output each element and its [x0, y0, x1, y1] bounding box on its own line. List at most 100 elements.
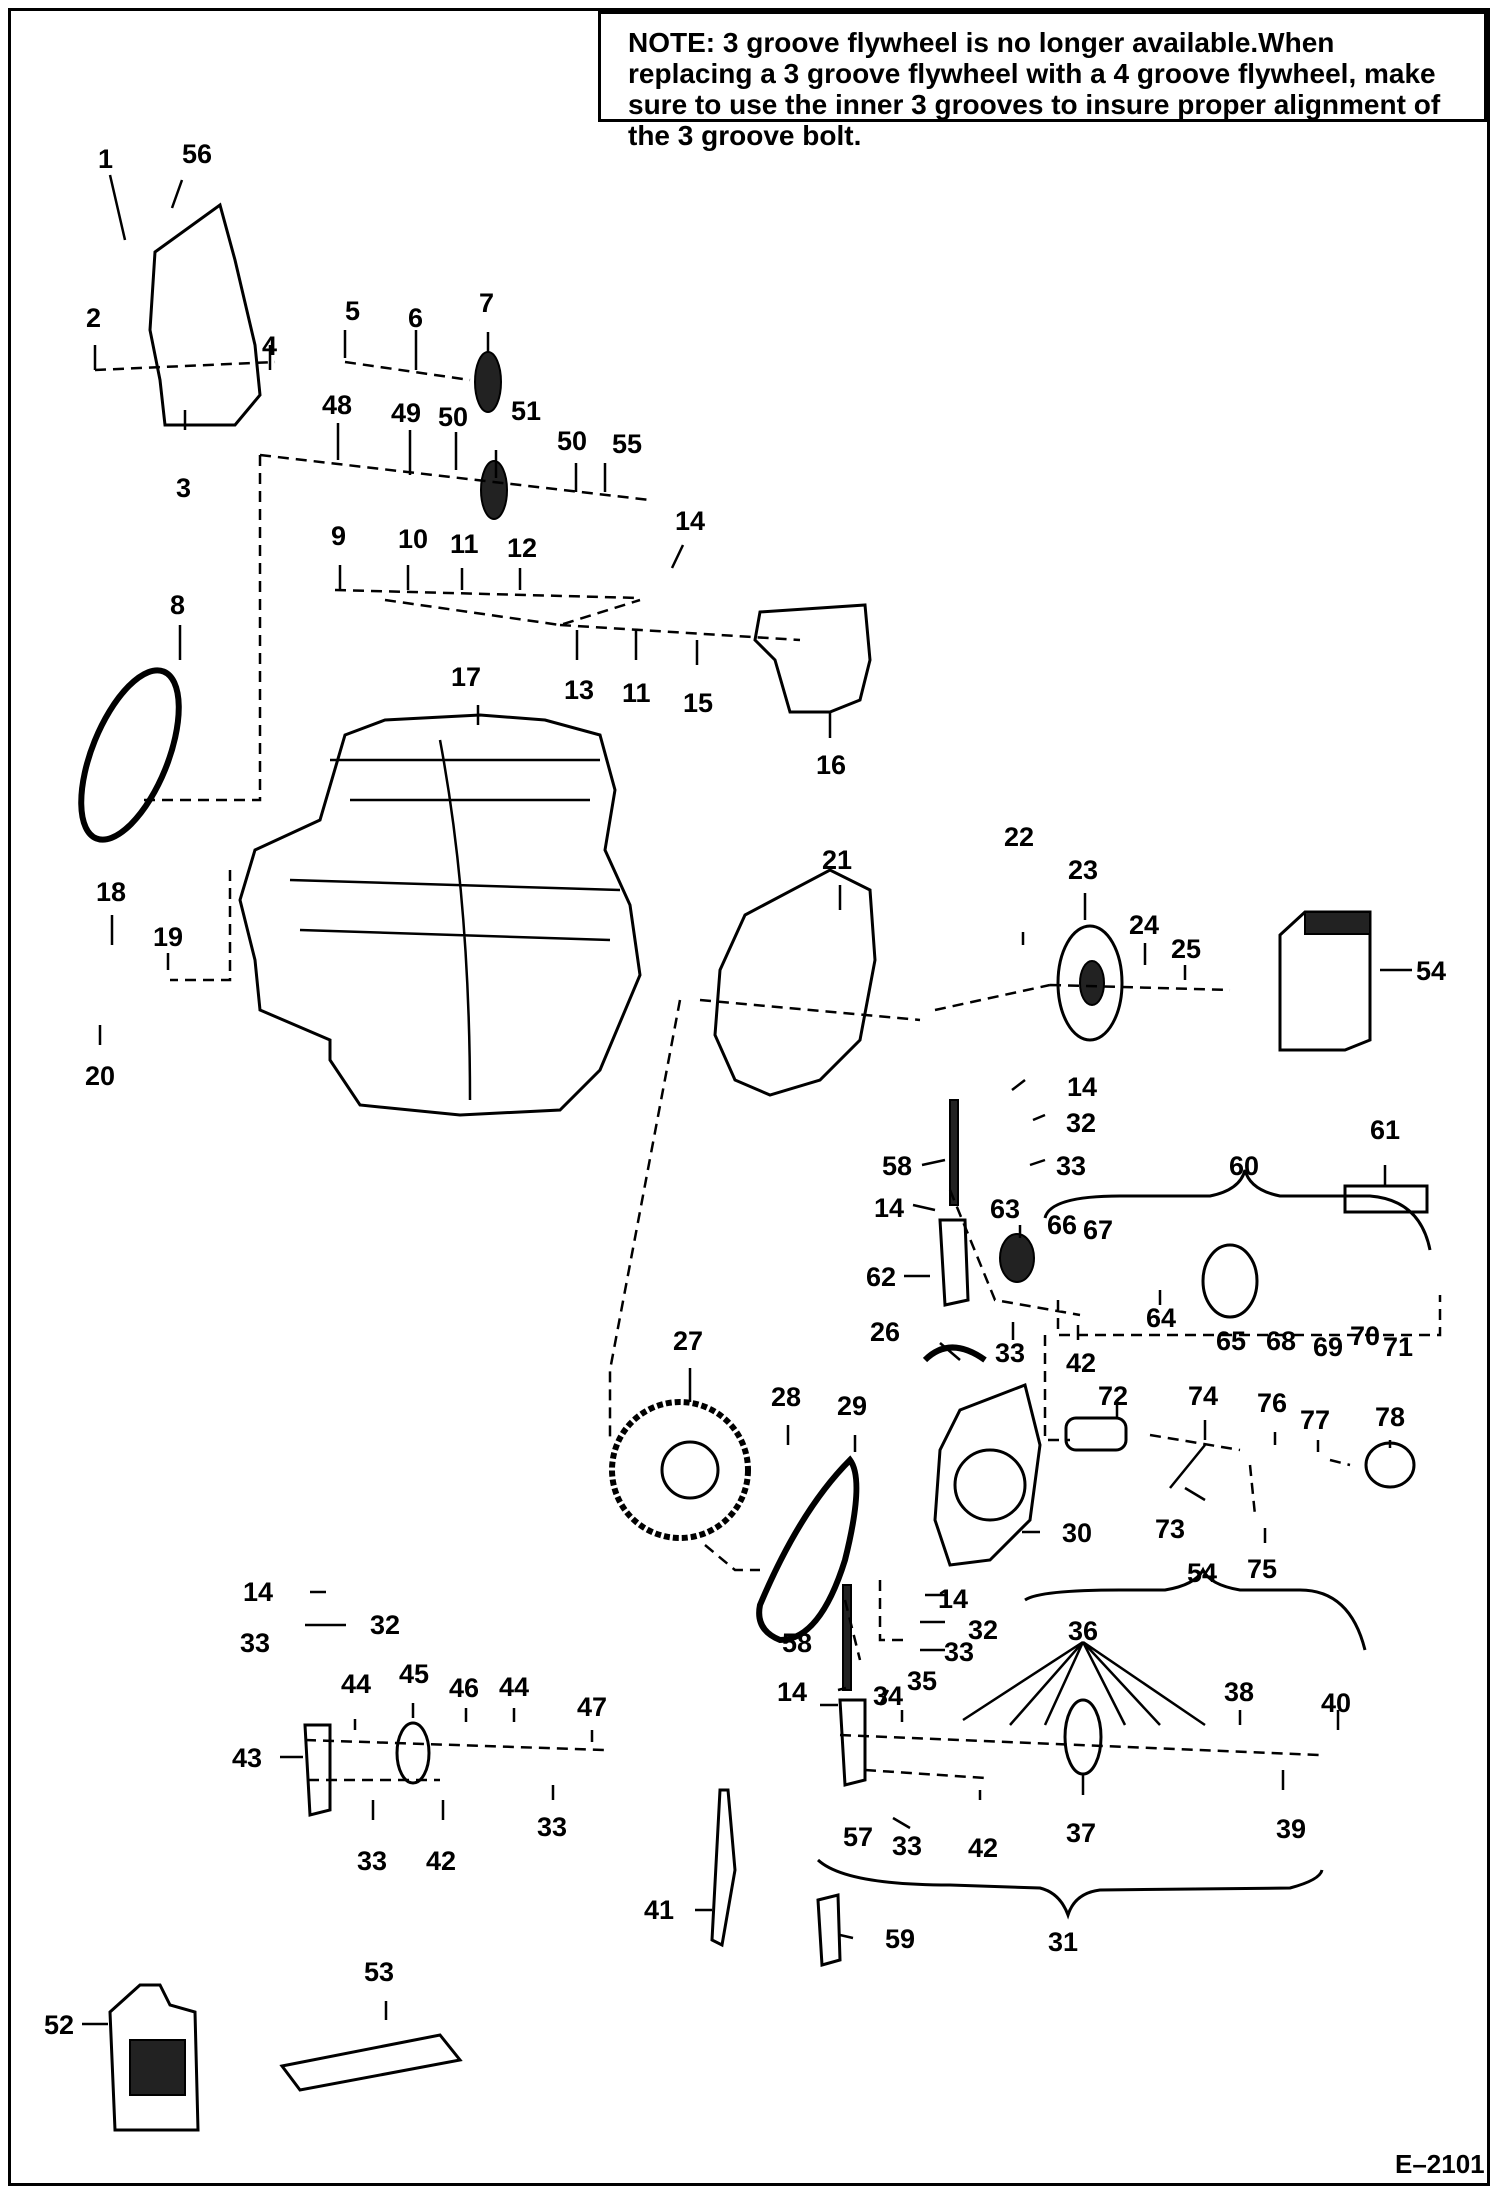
note-label: NOTE:	[628, 27, 716, 58]
diagram-frame	[8, 8, 1490, 2186]
callout-28: 28	[771, 1382, 801, 1412]
part-arm-57	[838, 1698, 867, 1787]
callout-11: 11	[450, 529, 479, 559]
callout-11: 11	[622, 678, 651, 708]
part-pulley-23-hub	[1079, 960, 1105, 1006]
callout-71: 71	[1383, 1332, 1413, 1362]
callout-5: 5	[345, 296, 360, 326]
part-pulley-65	[1201, 1243, 1259, 1319]
part-roller-72	[1064, 1416, 1128, 1452]
part-cap-78	[1364, 1441, 1416, 1489]
callout-44: 44	[499, 1672, 529, 1702]
callout-17: 17	[451, 662, 481, 692]
callout-31: 31	[1048, 1927, 1078, 1957]
note-box: NOTE: 3 groove flywheel is no longer ava…	[598, 11, 1487, 151]
callout-62: 62	[866, 1262, 896, 1292]
part-flywheel-27-hub	[660, 1440, 720, 1500]
part-engine-17	[238, 713, 642, 1117]
callout-42: 42	[426, 1846, 456, 1876]
callout-14: 14	[874, 1193, 904, 1223]
engine-detail-lines	[289, 739, 621, 1101]
callout-27: 27	[673, 1326, 703, 1356]
part-housing-30-bore	[953, 1448, 1027, 1522]
callout-21: 21	[822, 845, 852, 875]
callout-41: 41	[644, 1895, 674, 1925]
callout-67: 67	[1083, 1215, 1113, 1245]
part-gear-case-21	[713, 868, 877, 1097]
part-pulley-45	[395, 1721, 431, 1785]
callout-6: 6	[408, 303, 423, 333]
note-text: 3 groove flywheel is no longer available…	[628, 27, 1441, 151]
callout-7: 7	[479, 288, 494, 318]
callout-76: 76	[1257, 1388, 1287, 1418]
part-pulley-37	[1063, 1698, 1103, 1776]
part-bearing-63	[999, 1233, 1035, 1283]
callout-51: 51	[511, 396, 541, 426]
figure-id: E–2101	[1395, 2149, 1485, 2179]
callout-13: 13	[564, 675, 594, 705]
callout-leader-lines	[82, 174, 1412, 2026]
callout-57: 57	[843, 1822, 873, 1852]
callout-54: 54	[1416, 956, 1446, 986]
callout-36: 36	[1068, 1616, 1098, 1646]
callout-50: 50	[557, 426, 587, 456]
callout-4: 4	[262, 331, 277, 361]
callout-55: 55	[612, 429, 642, 459]
callout-74: 74	[1188, 1381, 1218, 1411]
callout-33: 33	[995, 1338, 1025, 1368]
callout-8: 8	[170, 590, 185, 620]
callout-29: 29	[837, 1391, 867, 1421]
part-box-54-top	[1304, 911, 1371, 935]
part-arm-43	[303, 1723, 332, 1817]
group-brace-60	[1043, 1169, 1432, 1251]
callout-24: 24	[1129, 910, 1159, 940]
callout-23: 23	[1068, 855, 1098, 885]
callout-18: 18	[96, 877, 126, 907]
callout-26: 26	[870, 1317, 900, 1347]
callout-43: 43	[232, 1743, 262, 1773]
part-tube-53	[279, 2033, 463, 2092]
callout-42: 42	[968, 1833, 998, 1863]
callout-20: 20	[85, 1061, 115, 1091]
callout-32: 32	[370, 1610, 400, 1640]
callout-75: 75	[1247, 1554, 1277, 1584]
callout-65: 65	[1216, 1326, 1246, 1356]
part-rod-58-lower	[842, 1584, 852, 1691]
callout-39: 39	[1276, 1814, 1306, 1844]
callout-3: 3	[176, 473, 191, 503]
callout-70: 70	[1350, 1321, 1380, 1351]
callout-47: 47	[577, 1692, 607, 1722]
callout-73: 73	[1155, 1514, 1185, 1544]
callout-2: 2	[86, 303, 101, 333]
callout-16: 16	[816, 750, 846, 780]
callout-33: 33	[944, 1637, 974, 1667]
callout-78: 78	[1375, 1402, 1405, 1432]
callout-15: 15	[683, 688, 713, 718]
callout-14: 14	[777, 1677, 807, 1707]
callout-58: 58	[782, 1628, 812, 1658]
callout-42: 42	[1066, 1348, 1096, 1378]
part-pulley-7	[474, 351, 502, 413]
part-arm-59	[816, 1893, 842, 1967]
callout-22: 22	[1004, 822, 1034, 852]
part-arm-41	[710, 1788, 737, 1948]
callout-10: 10	[398, 524, 428, 554]
callout-32: 32	[968, 1615, 998, 1645]
callout-37: 37	[1066, 1818, 1096, 1848]
callout-45: 45	[399, 1659, 429, 1689]
part-arm-62	[938, 1218, 970, 1307]
callout-35: 35	[907, 1666, 937, 1696]
callout-50: 50	[438, 402, 468, 432]
callout-64: 64	[1146, 1303, 1176, 1333]
dashed-reference-lines	[94, 360, 1442, 1782]
callout-53: 53	[364, 1957, 394, 1987]
callout-69: 69	[1313, 1332, 1343, 1362]
part-belt-8	[78, 667, 182, 843]
callout-56: 56	[182, 139, 212, 169]
part-belt-29	[756, 1455, 860, 1644]
callout-9: 9	[331, 521, 346, 551]
callout-14: 14	[938, 1584, 968, 1614]
callout-30: 30	[1062, 1518, 1092, 1548]
